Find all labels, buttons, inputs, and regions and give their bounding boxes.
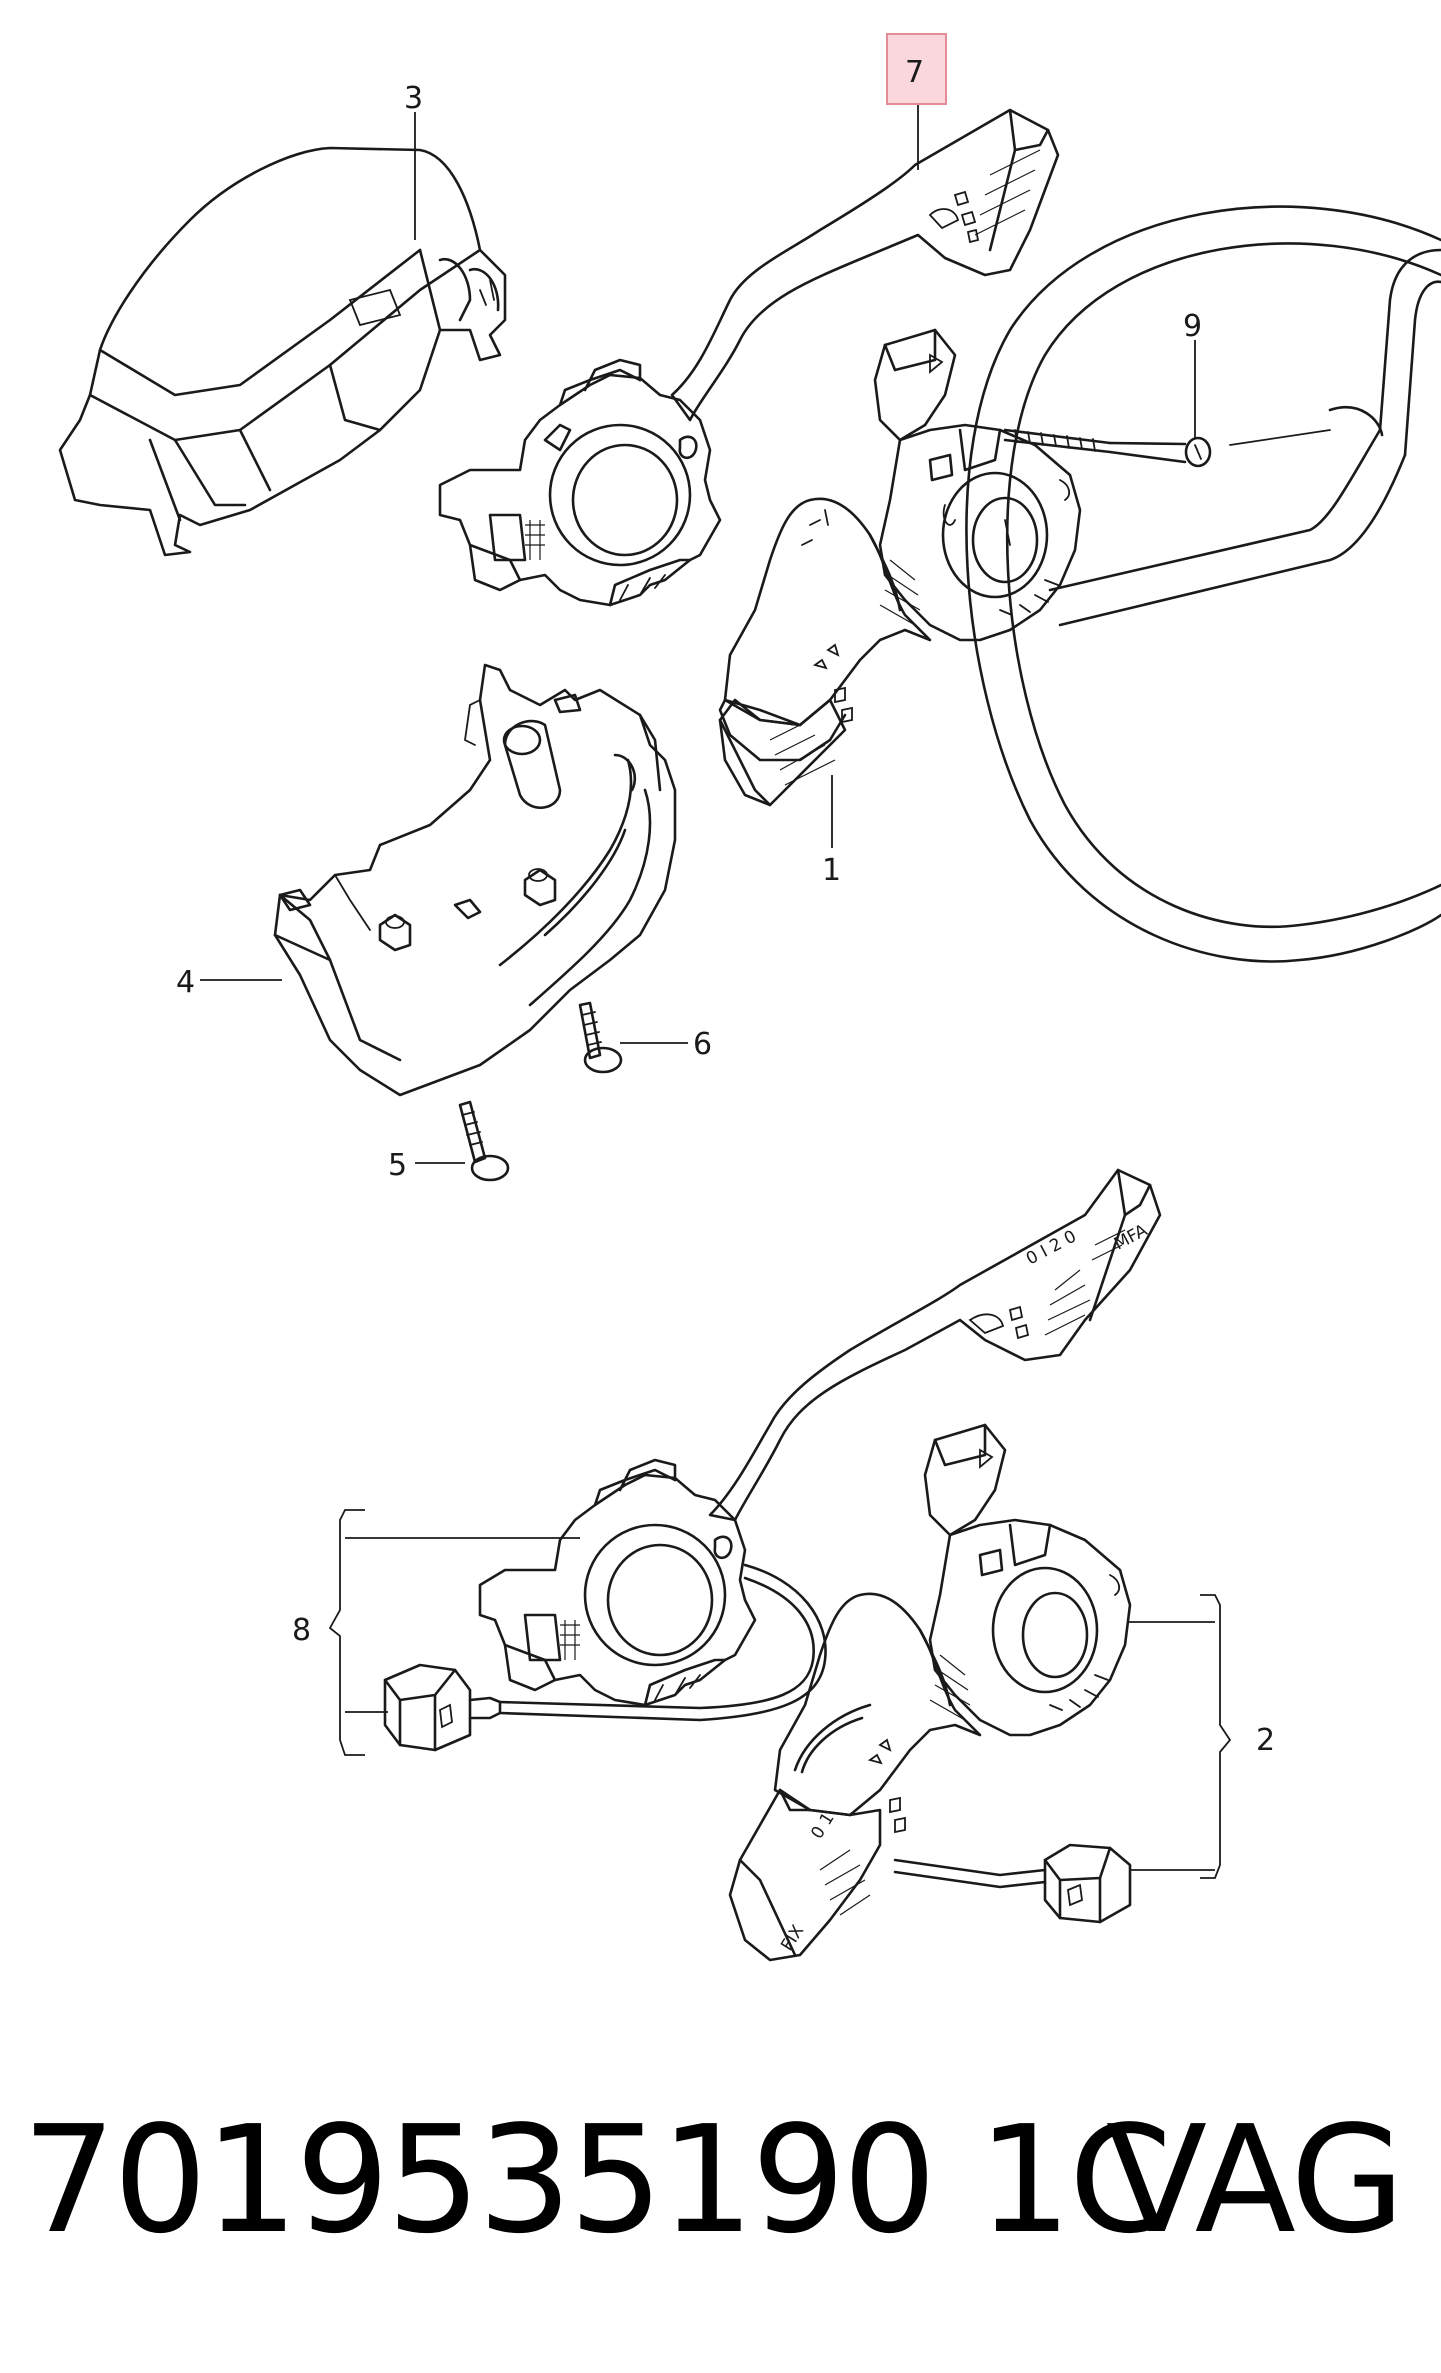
column-cover-upper <box>58 146 507 557</box>
brand-name: VAG <box>1105 2094 1405 2266</box>
wiper-switch-assembly <box>438 108 1060 607</box>
turn-signal-switch-assembly <box>718 328 1082 807</box>
callout-2: 2 <box>1256 1723 1275 1758</box>
screw-9 <box>1003 428 1212 468</box>
callout-3: 3 <box>404 81 423 116</box>
screw-5 <box>458 1100 510 1182</box>
callout-1: 1 <box>822 853 841 888</box>
callout-4: 4 <box>176 965 195 1000</box>
callout-7-highlight <box>886 33 947 105</box>
callout-8: 8 <box>292 1613 311 1648</box>
leader-lines <box>200 104 1232 1879</box>
callout-7: 7 <box>905 55 924 90</box>
column-cover-lower <box>273 663 677 1097</box>
callout-9: 9 <box>1183 309 1202 344</box>
part-number: 7019535190 1C <box>22 2094 1172 2266</box>
screw-6 <box>578 1001 623 1074</box>
mfa-marking: MFA <box>1111 1220 1151 1254</box>
wiper-switch-kit: 0 I 2 0 MFA <box>383 1168 1162 1752</box>
steering-wheel <box>965 205 1441 963</box>
callout-5: 5 <box>388 1148 407 1183</box>
callout-6: 6 <box>693 1027 712 1062</box>
